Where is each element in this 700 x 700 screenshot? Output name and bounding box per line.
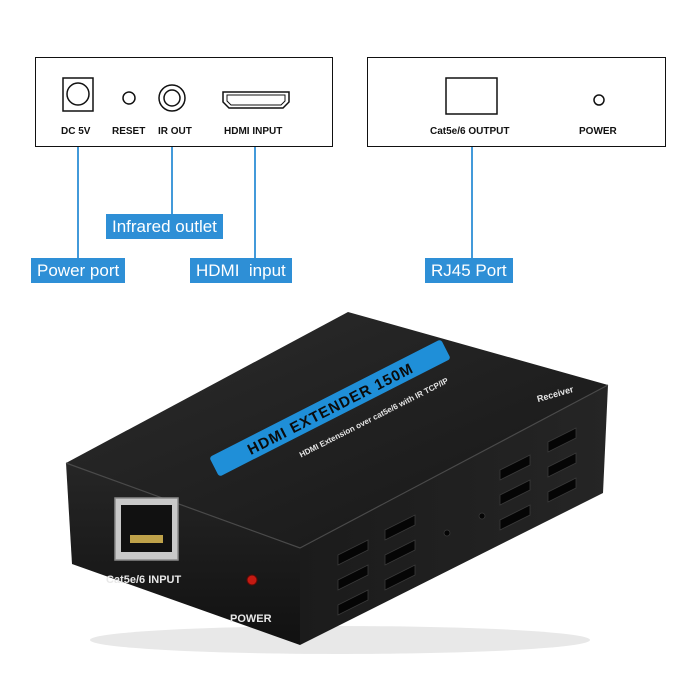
output-panel: Cat5e/6 OUTPUT POWER — [367, 57, 666, 147]
port-label-cat-output: Cat5e/6 OUTPUT — [430, 126, 510, 137]
reset-button-icon — [122, 91, 136, 105]
output-panel-ports — [445, 77, 605, 115]
device-side-face — [300, 385, 608, 645]
callout-power-port: Power port — [31, 258, 126, 283]
side-reset-hole-icon — [478, 512, 486, 520]
side-ir-hole-icon — [443, 529, 451, 537]
front-power-led-icon — [246, 574, 258, 586]
front-power-label: POWER — [230, 613, 272, 625]
input-panel: DC 5V RESET IR OUT HDMI INPUT — [35, 57, 333, 147]
port-label-dc5v: DC 5V — [61, 126, 91, 137]
device-top-face — [66, 312, 608, 548]
port-label-reset: RESET — [112, 126, 146, 137]
front-rj45-port-icon — [114, 497, 179, 561]
input-panel-ports — [62, 77, 290, 112]
ir-jack-inner-icon — [163, 89, 181, 107]
hdmi-port-inner-icon — [226, 94, 286, 106]
front-port-label: Cat5e/6 INPUT — [106, 574, 181, 586]
callout-infrared-outlet: Infrared outlet — [106, 214, 223, 239]
device-edge-highlight — [65, 384, 609, 549]
dc-jack-hole-icon — [66, 82, 90, 106]
side-vents — [337, 427, 577, 616]
power-led-icon — [593, 94, 605, 106]
port-label-ir-out: IR OUT — [158, 126, 192, 137]
rj45-port-icon — [445, 77, 498, 115]
device-shadow — [90, 626, 590, 654]
callout-hdmi-input: HDMI input — [190, 258, 292, 283]
port-label-power: POWER — [579, 126, 617, 137]
hdmi-port-icon — [222, 91, 290, 109]
callout-rj45-port: RJ45 Port — [425, 258, 513, 283]
port-label-hdmi-input: HDMI INPUT — [224, 126, 283, 137]
